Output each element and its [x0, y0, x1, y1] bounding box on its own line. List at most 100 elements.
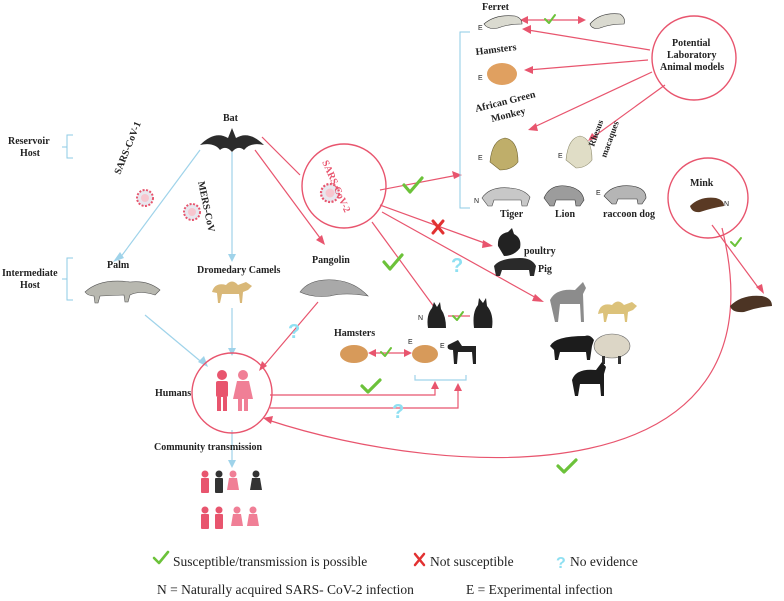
- cat-left-icon: [427, 302, 446, 328]
- lab-animals-brace: [459, 31, 470, 209]
- arrowhead-livestock: [532, 294, 544, 302]
- donkey-icon: [572, 362, 606, 396]
- mink-label: Mink: [690, 178, 714, 189]
- legend: Susceptible/transmission is possible Not…: [152, 550, 638, 597]
- sheep-icon: [593, 333, 631, 364]
- bat-to-pangolin-line: [254, 149, 324, 243]
- community-transmission-label: Community transmission: [154, 442, 263, 453]
- legend-check-icon: [152, 550, 170, 565]
- lab-to-monkey-line: [531, 71, 653, 129]
- lab-to-macaque-line: [591, 84, 666, 139]
- arrowhead-humans-pangolin: [259, 361, 267, 371]
- arrowhead-ferret: [522, 25, 531, 34]
- lab-to-hamster-line: [527, 59, 649, 71]
- arrowhead-hamster: [524, 66, 533, 74]
- tiger-label: Tiger: [500, 209, 524, 220]
- legend-not-susceptible-text: Not susceptible: [430, 554, 514, 569]
- lab-models-label-2: Laboratory: [667, 50, 716, 61]
- arrowhead-dogs-up: [454, 383, 462, 391]
- check-humans-pets: [360, 378, 382, 394]
- legend-no-evidence-text: No evidence: [570, 554, 638, 569]
- pets-bracket: [414, 375, 467, 381]
- pangolin-to-humans-line: [261, 301, 319, 369]
- arrowhead-camels: [228, 254, 236, 262]
- legend-experimental-text: E = Experimental infection: [466, 582, 613, 597]
- mink-to-humans-curve: [267, 227, 732, 459]
- bat-to-palm-line: [119, 149, 201, 259]
- hamster-mid-left-icon: [340, 345, 368, 363]
- poultry-label: poultry: [524, 246, 556, 257]
- poultry-icon: [497, 228, 521, 256]
- cow-icon: [550, 335, 594, 360]
- e-letter-raccoon: E: [596, 190, 601, 197]
- question-pangolin-humans: ?: [288, 321, 300, 343]
- e-letter-ferret: E: [478, 25, 483, 32]
- legend-cross-icon: [413, 552, 426, 567]
- pig-icon: [494, 258, 536, 276]
- hamsters-top-label: Hamsters: [475, 42, 517, 58]
- camel-livestock-icon: [598, 301, 637, 322]
- pangolin-icon: [299, 279, 369, 297]
- question-sarscov2-livestock: ?: [451, 255, 463, 277]
- raccoon-dog-label: raccoon dog: [603, 209, 655, 220]
- bat-label: Bat: [223, 113, 239, 124]
- arrowhead-hamster-left: [368, 349, 376, 357]
- lion-label: Lion: [555, 209, 575, 220]
- reservoir-brace: [62, 134, 73, 159]
- check-ferret-pair: [544, 14, 556, 24]
- palm-to-humans-line: [144, 314, 206, 366]
- mink-icon: [690, 197, 724, 213]
- arrowhead-palm: [113, 252, 124, 262]
- humans-circle: [191, 352, 273, 434]
- cross-poultry-pig: [431, 219, 445, 235]
- sarscov2-to-pets-line: [371, 221, 441, 316]
- arrowhead-community: [228, 460, 236, 468]
- sarscov1-label: SARS-CoV-1: [113, 120, 144, 176]
- bat-to-sarscov2-line: [261, 136, 301, 176]
- e-letter-dog: E: [440, 343, 445, 350]
- humans-to-dogs-line: [270, 388, 459, 409]
- reservoir-host-label-1: Reservoir: [8, 136, 50, 147]
- rhesus-macaque-icon: [565, 135, 593, 169]
- dromedary-camels-label: Dromedary Camels: [197, 265, 281, 276]
- arrowhead-monkey: [528, 123, 538, 131]
- pig-label: Pig: [538, 264, 552, 275]
- arrowhead-hamster-right: [404, 349, 412, 357]
- intermediate-brace: [62, 257, 73, 301]
- arrowhead-ferret-right: [578, 16, 586, 24]
- hamster-mid-right-icon: [412, 345, 438, 363]
- arrowhead-humans-palm: [198, 356, 208, 367]
- sarscov1-virus-icon: [136, 189, 154, 207]
- check-cat-pair: [452, 311, 464, 321]
- mink-second-icon: [730, 295, 772, 313]
- lab-to-ferret-line: [527, 29, 651, 51]
- legend-question-icon: ?: [556, 555, 566, 572]
- ferret-right-icon: [589, 13, 625, 29]
- tiger-icon: [481, 187, 531, 207]
- check-mink-mink: [730, 237, 742, 247]
- check-sarscov2-lab: [402, 176, 424, 194]
- reservoir-host-label-2: Host: [20, 148, 41, 159]
- arrowhead-ferret-left: [520, 16, 528, 24]
- sarscov2-circle: [301, 143, 387, 229]
- mink-to-mink-line: [711, 224, 761, 291]
- arrowhead-poultry: [482, 240, 493, 248]
- arrowhead-pets-up: [431, 381, 439, 389]
- pangolin-label: Pangolin: [312, 255, 350, 266]
- humans-to-pets-line: [270, 385, 436, 396]
- e-letter-macaque: E: [558, 153, 563, 160]
- arrowheads: [113, 16, 764, 468]
- hamster-top-icon: [487, 63, 517, 85]
- arrowhead-pangolin: [316, 235, 325, 245]
- horse-icon: [550, 282, 586, 322]
- arrowhead-mink2: [756, 284, 764, 294]
- cat-right-icon: [473, 298, 493, 328]
- legend-natural-text: N = Naturally acquired SARS- CoV-2 infec…: [157, 582, 414, 597]
- community-people-icon: [201, 470, 262, 529]
- raccoon-dog-icon: [603, 185, 647, 205]
- intermediate-host-label-1: Intermediate: [2, 268, 58, 279]
- n-letter-mink: N: [724, 201, 729, 208]
- lab-models-label-1: Potential: [672, 38, 711, 49]
- n-letter-tiger: N: [474, 198, 479, 205]
